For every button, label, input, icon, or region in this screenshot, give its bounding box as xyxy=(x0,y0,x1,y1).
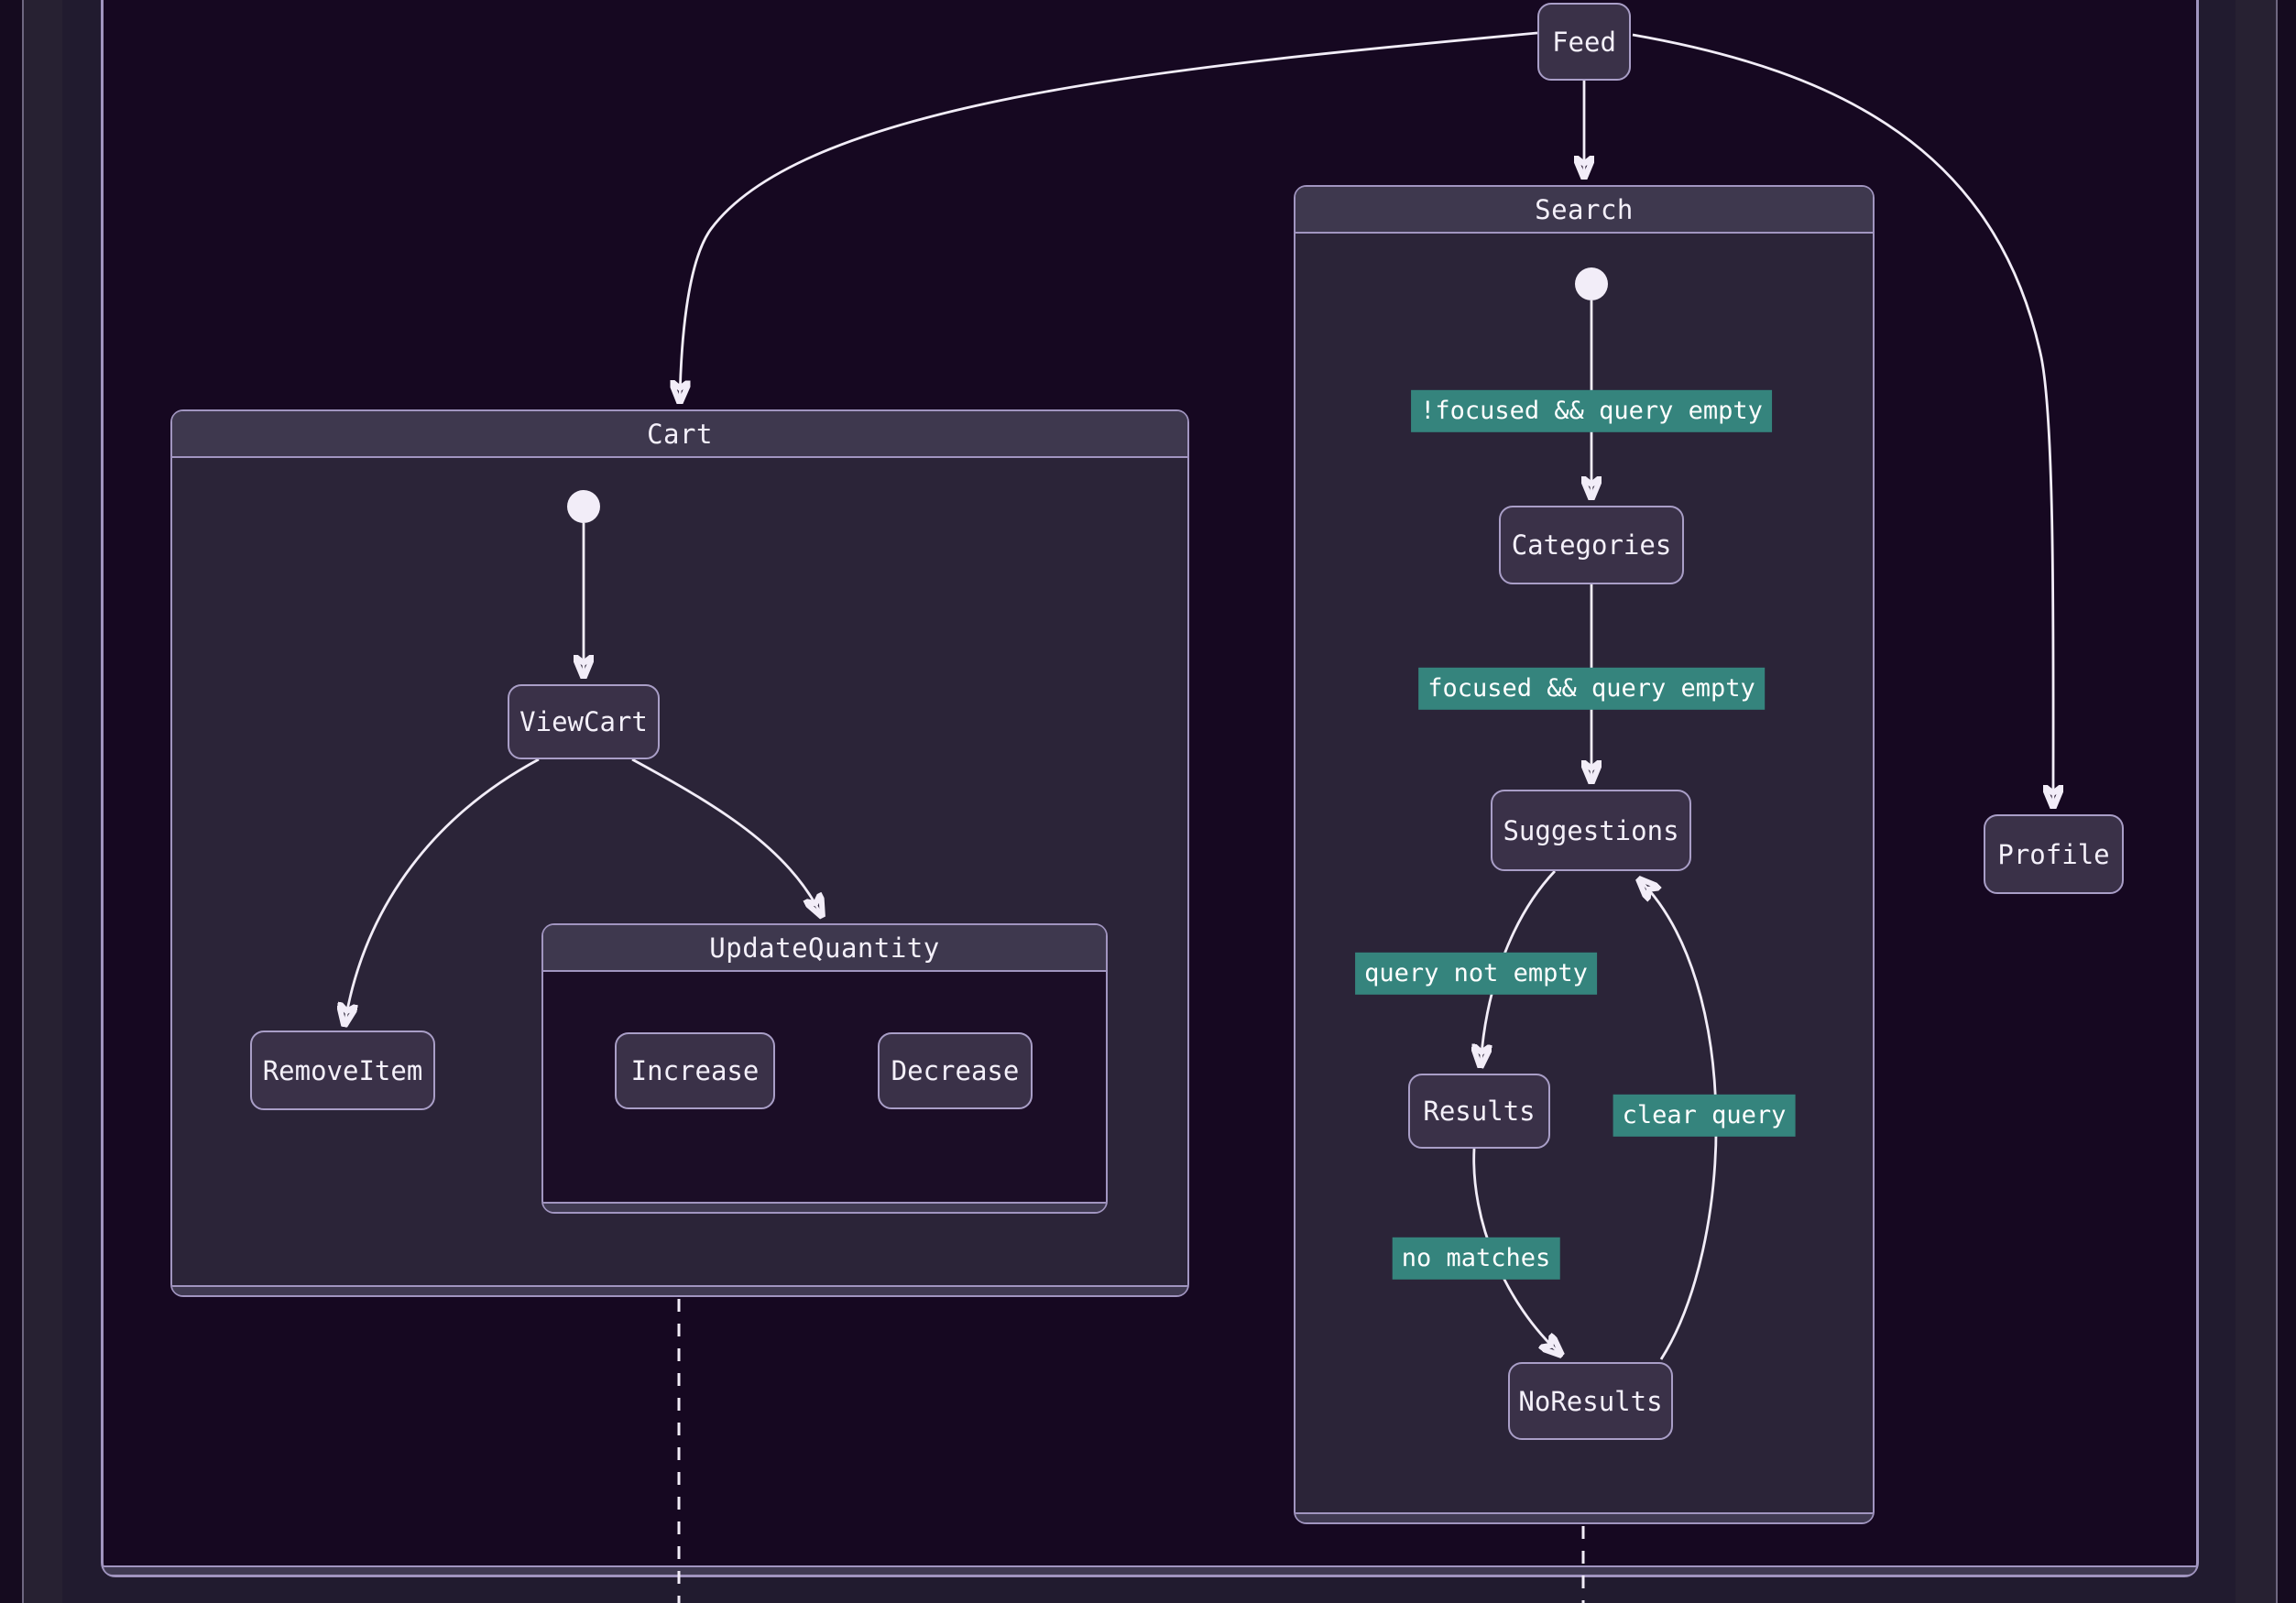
composite-cart-header: Cart xyxy=(172,411,1187,458)
app-composite-footer-strip xyxy=(104,1565,2196,1575)
composite-update-quantity-footer-strip xyxy=(543,1202,1106,1212)
state-results: Results xyxy=(1408,1074,1550,1149)
composite-update-quantity-title: UpdateQuantity xyxy=(709,932,940,964)
state-noresults-label: NoResults xyxy=(1518,1385,1663,1417)
state-increase: Increase xyxy=(615,1032,775,1109)
state-removeitem-label: RemoveItem xyxy=(262,1054,423,1086)
composite-search-title: Search xyxy=(1535,193,1634,225)
edge-viewcart-to-removeitem xyxy=(344,758,540,1025)
initial-state-dot-search xyxy=(1575,267,1608,300)
state-profile-label: Profile xyxy=(1997,838,2110,870)
edge-feed-to-cart xyxy=(680,31,1538,402)
state-profile: Profile xyxy=(1984,814,2124,894)
initial-state-dot-cart xyxy=(567,490,600,523)
state-categories: Categories xyxy=(1499,506,1684,584)
state-suggestions: Suggestions xyxy=(1491,790,1691,871)
state-removeitem: RemoveItem xyxy=(250,1030,435,1110)
state-increase-label: Increase xyxy=(630,1055,760,1086)
transition-label-query-not-empty: query not empty xyxy=(1355,952,1597,996)
transition-label-clear-query: clear query xyxy=(1613,1094,1796,1138)
composite-cart-title: Cart xyxy=(647,418,713,450)
state-categories-label: Categories xyxy=(1511,529,1672,561)
state-decrease-label: Decrease xyxy=(891,1055,1020,1086)
composite-cart-footer-strip xyxy=(172,1285,1187,1295)
edge-viewcart-to-updatequantity xyxy=(631,758,822,916)
state-suggestions-label: Suggestions xyxy=(1503,814,1679,846)
transition-label-no-matches: no matches xyxy=(1392,1237,1560,1281)
state-noresults: NoResults xyxy=(1508,1362,1673,1440)
edge-feed-to-profile xyxy=(1632,33,2053,807)
transition-label-focused-query-empty: focused && query empty xyxy=(1418,667,1765,711)
composite-search-footer-strip xyxy=(1296,1512,1873,1522)
state-decrease: Decrease xyxy=(878,1032,1033,1109)
transition-label-not-focused-query-empty: !focused && query empty xyxy=(1411,389,1772,433)
composite-search-header: Search xyxy=(1296,187,1873,234)
state-viewcart-label: ViewCart xyxy=(519,706,648,737)
composite-update-quantity-header: UpdateQuantity xyxy=(543,925,1106,972)
state-results-label: Results xyxy=(1423,1096,1536,1127)
state-feed: Feed xyxy=(1537,3,1631,81)
state-feed-label: Feed xyxy=(1552,26,1616,58)
state-viewcart: ViewCart xyxy=(508,684,660,759)
